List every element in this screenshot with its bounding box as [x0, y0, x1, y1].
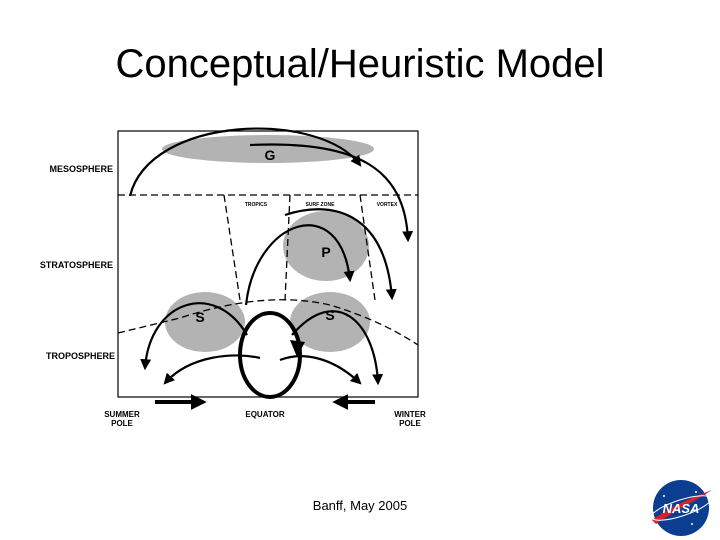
summer-surface-return-arrow	[163, 354, 261, 385]
nasa-logo-text: NASA	[663, 501, 700, 516]
equator-label: EQUATOR	[245, 410, 284, 419]
s-right-region-shade	[290, 292, 370, 352]
g-cell-label: G	[265, 147, 276, 163]
summer-pole-label-line2: POLE	[111, 419, 133, 428]
winter-pole-label-line1: WINTER	[394, 410, 426, 419]
winter-pole-label-line2: POLE	[399, 419, 421, 428]
hadley-cell-loop	[238, 311, 302, 399]
mesosphere-winter-descent-arrow	[249, 143, 414, 243]
mesosphere-label: MESOSPHERE	[49, 164, 113, 174]
s-left-region-shade	[165, 292, 245, 352]
tropopause-dashed-line	[117, 299, 419, 346]
troposphere-summer-circulation-arrow	[140, 302, 248, 371]
surf-zone-label: SURF ZONE	[306, 202, 336, 208]
troposphere-label: TROPOSPHERE	[46, 351, 115, 361]
tropics-right-boundary	[284, 194, 291, 301]
g-region-shade	[162, 135, 374, 163]
troposphere-winter-circulation-arrow	[291, 310, 384, 386]
p-cell-label: P	[321, 244, 330, 260]
stratosphere-circulation-arrow	[244, 224, 355, 306]
stratosphere-label: STRATOSPHERE	[40, 260, 113, 270]
mesosphere-circulation-arrow	[128, 127, 362, 197]
s-left-cell-label: S	[195, 309, 204, 325]
winter-surface-return-arrow	[279, 355, 362, 385]
summer-pole-label-line1: SUMMER	[104, 410, 140, 419]
tropics-left-boundary	[223, 194, 241, 301]
vortex-label: VORTEX	[377, 202, 398, 208]
vortex-boundary	[359, 194, 376, 301]
stratosphere-winter-circulation-arrow	[284, 208, 397, 301]
footer-text: Banff, May 2005	[312, 498, 408, 513]
hadley-cell-arrowhead	[290, 340, 305, 357]
s-right-cell-label: S	[325, 307, 334, 323]
diagram-frame	[117, 130, 419, 398]
tropics-label: TROPICS	[245, 202, 268, 208]
nasa-logo: NASA	[650, 480, 712, 536]
slide-title: Conceptual/Heuristic Model	[115, 42, 605, 86]
